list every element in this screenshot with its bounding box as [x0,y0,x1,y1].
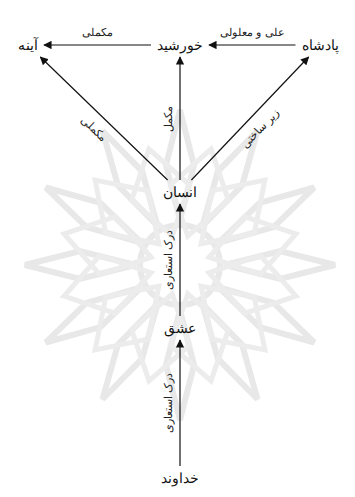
relation-label: درک استعاری [162,230,175,291]
concept-node: آینه [14,35,42,55]
relation-label: علی و معلولی [220,26,285,39]
relation-arrow [179,340,180,466]
relation-label: زیر ساختی [239,106,282,150]
relation-arrow [191,57,308,180]
concept-node: پادشاه [298,35,343,55]
relation-arrow [209,44,296,45]
relation-arrow [40,57,167,180]
concept-text: انسان [163,184,197,200]
relation-label: مکملی [82,26,113,39]
relation-label: مکملی [78,113,109,144]
concept-text: خداوند [161,470,199,486]
relation-arrow [179,204,180,316]
concept-text: آینه [18,37,38,53]
relation-label: مکمل [162,106,175,132]
concept-node: خداوند [157,468,203,488]
concept-text: خورشید [157,37,203,53]
concept-text: پادشاه [302,37,339,53]
relation-arrow [179,57,180,180]
concept-node: خورشید [153,35,207,55]
concept-node: عشق [160,318,200,338]
concept-node: انسان [159,182,201,202]
relation-arrow [44,44,151,45]
relation-label: درک استعاری [162,373,175,434]
concept-text: عشق [164,320,196,336]
